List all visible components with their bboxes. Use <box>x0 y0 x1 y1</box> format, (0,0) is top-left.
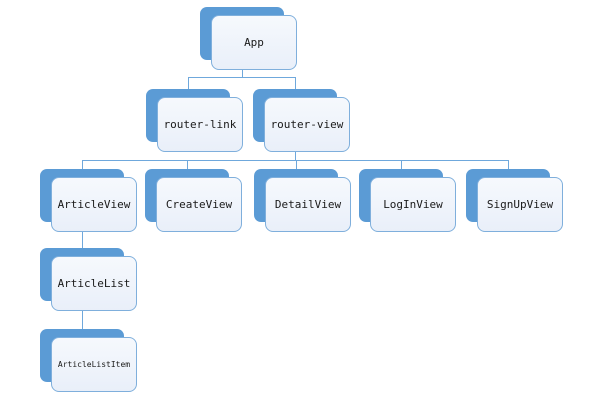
connector-drop-router-link <box>188 77 189 89</box>
node-card: ArticleView <box>51 177 137 232</box>
node-card: CreateView <box>156 177 242 232</box>
node-label: CreateView <box>165 198 233 211</box>
node-detail-view: DetailView <box>254 169 352 233</box>
node-label: router-view <box>270 118 344 131</box>
node-article-list: ArticleList <box>40 248 138 312</box>
connector-drop-login-view <box>401 160 402 169</box>
node-label: ArticleListItem <box>57 359 131 369</box>
connector-articlelist-listitem <box>82 311 83 329</box>
node-create-view: CreateView <box>145 169 243 233</box>
node-login-view: LogInView <box>359 169 457 233</box>
node-card: App <box>211 15 297 70</box>
connector-articleview-articlelist <box>82 232 83 248</box>
connector-drop-article-view <box>82 160 83 169</box>
node-label: DetailView <box>274 198 342 211</box>
node-article-list-item: ArticleListItem <box>40 329 138 393</box>
connector-app-children-bar <box>188 77 296 78</box>
node-card: SignUpView <box>477 177 563 232</box>
node-router-link: router-link <box>146 89 244 153</box>
connector-drop-create-view <box>187 160 188 169</box>
node-card: ArticleListItem <box>51 337 137 392</box>
node-label: router-link <box>163 118 237 131</box>
node-card: LogInView <box>370 177 456 232</box>
connector-drop-signup-view <box>508 160 509 169</box>
node-card: DetailView <box>265 177 351 232</box>
connector-app-stem <box>242 70 243 77</box>
node-card: router-link <box>157 97 243 152</box>
connector-router-view-stem <box>295 152 296 160</box>
node-router-view: router-view <box>253 89 351 153</box>
node-label: ArticleView <box>57 198 131 211</box>
node-label: LogInView <box>383 198 443 211</box>
node-card: router-view <box>264 97 350 152</box>
node-app: App <box>200 7 298 71</box>
node-label: ArticleList <box>57 277 131 290</box>
node-label: App <box>244 36 264 49</box>
connector-drop-router-view <box>295 77 296 89</box>
connector-drop-detail-view <box>296 160 297 169</box>
node-label: SignUpView <box>486 198 554 211</box>
node-article-view: ArticleView <box>40 169 138 233</box>
node-card: ArticleList <box>51 256 137 311</box>
connector-views-bar <box>82 160 509 161</box>
node-signup-view: SignUpView <box>466 169 564 233</box>
